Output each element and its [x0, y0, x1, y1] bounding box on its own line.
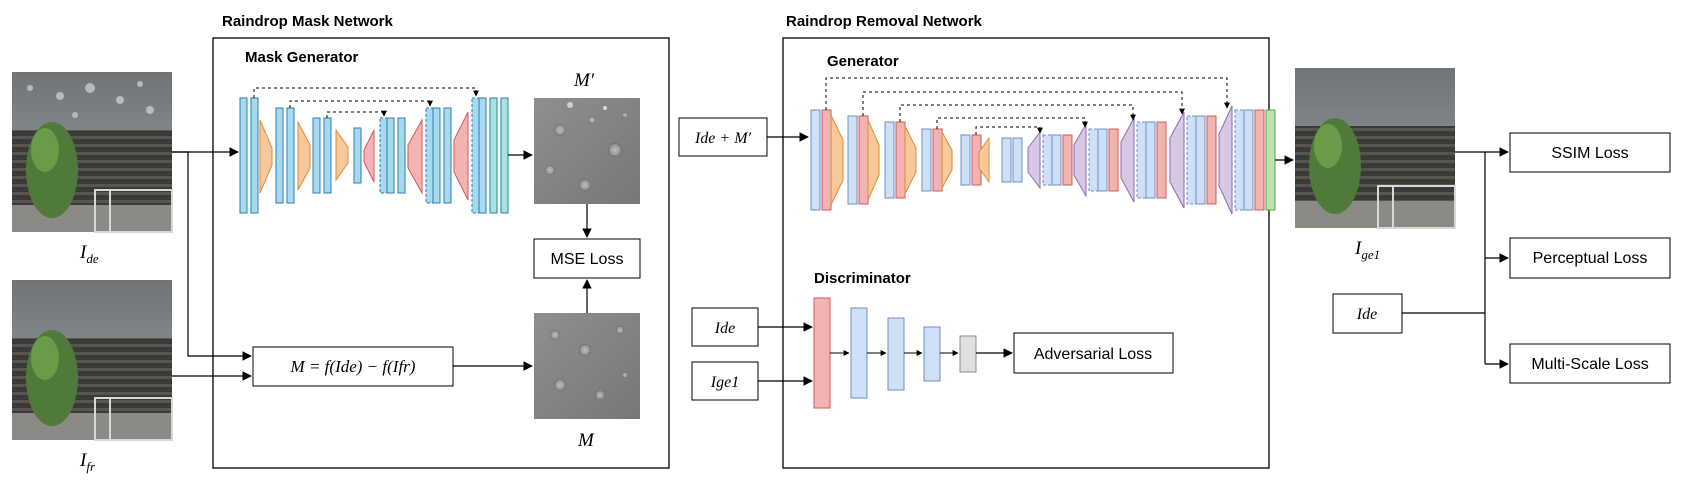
loss-reference-box [1332, 293, 1403, 334]
generator-input-label: Ide + M′ [694, 130, 752, 147]
discriminator-net [813, 297, 977, 409]
mask-formula-box [252, 346, 454, 387]
loss-reference-label: Ide [1356, 306, 1377, 323]
mask-formula: M = f(Ide) − f(Ifr) [290, 357, 416, 376]
input-label-ide: Ide [79, 242, 99, 266]
output-label: Ige1 [1354, 238, 1380, 262]
mask-gt-image [534, 313, 640, 419]
arrow-ide-to-formula [172, 151, 252, 361]
mask-network-frame [212, 37, 670, 469]
multiscale-loss-label: Multi-Scale Loss [1531, 356, 1648, 373]
perceptual-loss-box [1509, 237, 1671, 279]
removal-network-frame [782, 37, 1270, 469]
multiscale-loss-box [1509, 343, 1671, 384]
svg-text:Ide: Ide [79, 242, 99, 266]
discriminator-title: Discriminator [814, 270, 911, 287]
adversarial-loss-box [1013, 332, 1174, 374]
input-label-ifr: Ifr [79, 450, 96, 474]
disc-input-b: Ige1 [710, 374, 739, 391]
input-image-rainy [12, 72, 173, 233]
mask-generator-title: Mask Generator [245, 49, 359, 66]
ssim-loss-box [1509, 132, 1671, 173]
adversarial-loss-label: Adversarial Loss [1034, 346, 1152, 363]
mask-pred-label: M′ [573, 70, 595, 91]
mask-generator-unet [239, 87, 509, 214]
input-image-clean [12, 280, 173, 441]
output-image [1295, 68, 1456, 229]
svg-text:Ige1: Ige1 [1354, 238, 1380, 262]
svg-text:Ifr: Ifr [79, 450, 96, 474]
generator-input-box [678, 117, 768, 157]
disc-input-a: Ide [714, 320, 735, 337]
removal-generator-unet [810, 77, 1276, 215]
perceptual-loss-label: Perceptual Loss [1533, 250, 1648, 267]
mask-gt-label: M [577, 430, 595, 451]
removal-network-title: Raindrop Removal Network [786, 13, 983, 30]
ssim-loss-label: SSIM Loss [1551, 145, 1628, 162]
mse-loss-box [533, 238, 641, 279]
generator-title: Generator [827, 53, 899, 70]
mse-loss-label: MSE Loss [551, 251, 624, 268]
disc-input-box-b [691, 361, 759, 401]
mask-network-title: Raindrop Mask Network [222, 13, 394, 30]
mask-pred-image [534, 98, 640, 204]
